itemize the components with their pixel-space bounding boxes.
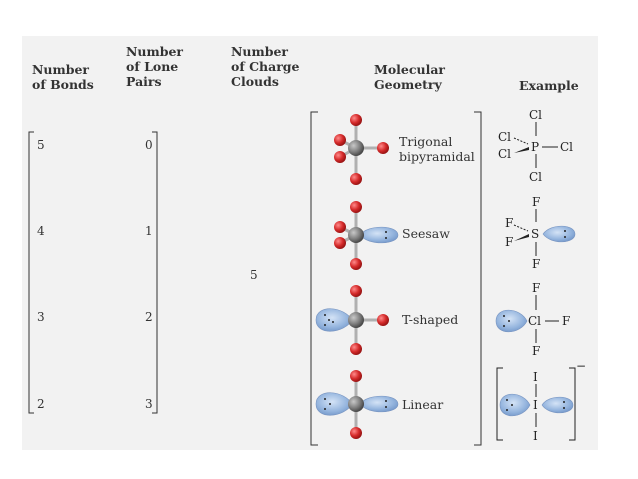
geometry-left-bracket bbox=[310, 111, 318, 446]
bonds-value-row2: 4 bbox=[37, 224, 45, 238]
sf4-top-f: F bbox=[532, 195, 540, 209]
clf3-bottom-f: F bbox=[532, 344, 540, 358]
clf3-top-f: F bbox=[532, 281, 540, 295]
clf3-center-cl: Cl bbox=[528, 314, 541, 328]
example-clf3: F Cl F F bbox=[495, 281, 570, 358]
trigonal-bipyramidal-model bbox=[334, 114, 389, 185]
t-shaped-model bbox=[315, 285, 389, 355]
example-sf4: F F F S F bbox=[505, 195, 576, 271]
geometry-label-seesaw: Seesaw bbox=[402, 226, 450, 241]
bonds-left-bracket bbox=[28, 131, 34, 414]
example-pcl5: Cl Cl Cl P Cl Cl bbox=[498, 108, 573, 184]
sf4-upper-left-f: F bbox=[505, 216, 513, 230]
example-i3: − I I I bbox=[496, 359, 586, 443]
seesaw-model bbox=[334, 201, 399, 270]
lone-pairs-right-bracket bbox=[152, 131, 158, 414]
geometry-label-linear: Linear bbox=[402, 397, 444, 412]
pcl5-center-p: P bbox=[531, 140, 539, 154]
pcl5-bottom-cl: Cl bbox=[529, 170, 542, 184]
table-panel bbox=[22, 36, 598, 450]
i3-top-i: I bbox=[533, 370, 538, 384]
geometry-label-t-shaped: T-shaped bbox=[402, 312, 459, 327]
pcl5-lower-left-cl: Cl bbox=[498, 147, 511, 161]
bonds-value-row1: 5 bbox=[37, 138, 45, 152]
geometry-right-bracket bbox=[474, 111, 482, 446]
sf4-lower-left-f: F bbox=[505, 235, 513, 249]
bonds-value-row3: 3 bbox=[37, 310, 45, 324]
bonds-value-row4: 2 bbox=[37, 397, 45, 411]
lone-pairs-value-row4: 3 bbox=[145, 397, 153, 411]
clf3-right-f: F bbox=[562, 314, 570, 328]
lone-pairs-value-row2: 1 bbox=[145, 224, 153, 238]
sf4-bottom-f: F bbox=[532, 257, 540, 271]
lone-pairs-value-row3: 2 bbox=[145, 310, 153, 324]
i3-center-i: I bbox=[533, 398, 538, 412]
charge-clouds-value: 5 bbox=[250, 268, 258, 282]
lone-pairs-value-row1: 0 bbox=[145, 138, 153, 152]
sf4-center-s: S bbox=[531, 227, 539, 241]
pcl5-upper-left-cl: Cl bbox=[498, 130, 511, 144]
pcl5-right-cl: Cl bbox=[560, 140, 573, 154]
pcl5-top-cl: Cl bbox=[529, 108, 542, 122]
header-example: Example bbox=[519, 78, 579, 93]
linear-model bbox=[315, 370, 399, 439]
i3-bottom-i: I bbox=[533, 429, 538, 443]
i3-charge: − bbox=[576, 359, 586, 373]
